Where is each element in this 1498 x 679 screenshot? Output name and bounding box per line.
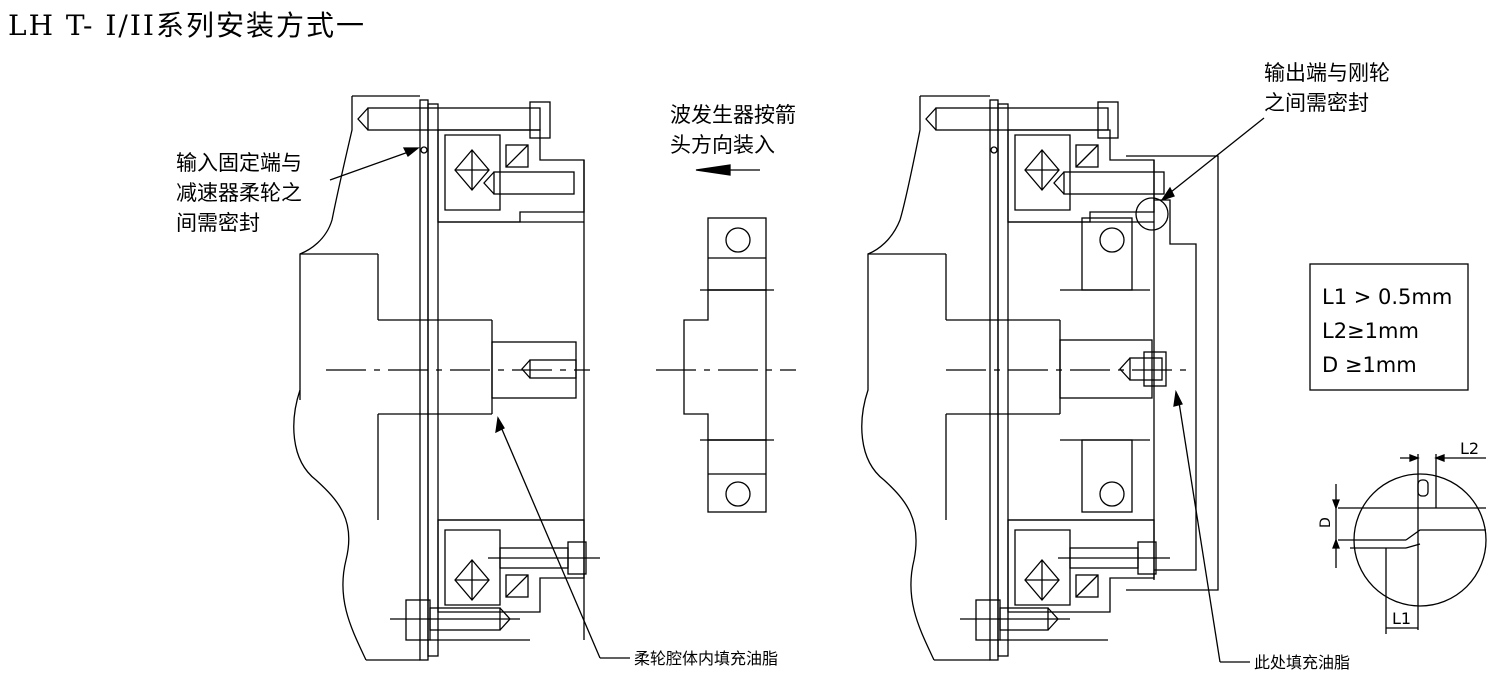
annotation-labels: 输入固定端与 减速器柔轮之 间需密封 波发生器按箭 头方向装入 输出端与刚轮 之… [176,61,1479,672]
insert-dir-line-1: 波发生器按箭 [670,103,796,127]
spec-l1: L1 > 0.5mm [1322,285,1452,309]
insert-direction-arrow [695,164,760,176]
detail-l2-label: L2 [1460,439,1479,458]
input-seal-line-1: 输入固定端与 [176,151,302,175]
output-seal-line-2: 之间需密封 [1264,91,1369,115]
output-seal-line-1: 输出端与刚轮 [1264,61,1390,85]
input-seal-line-2: 减速器柔轮之 [176,181,302,205]
insert-dir-line-2: 头方向装入 [670,133,775,157]
seal-detail-view [1332,454,1487,634]
spec-box [1309,263,1469,391]
page-title: LH T- I/II系列安装方式一 [8,9,366,42]
wave-generator [683,217,774,513]
spec-l2: L2≥1mm [1322,319,1419,343]
leader-lines [329,117,1265,663]
grease-left-label: 柔轮腔体内填充油脂 [634,649,778,668]
detail-l1-label: L1 [1392,609,1411,628]
grease-right-label: 此处填充油脂 [1254,653,1350,672]
detail-d-label: D [1318,517,1334,528]
left-assembly [293,95,600,661]
spec-d: D ≥1mm [1322,353,1417,377]
right-assembly [861,95,1219,661]
input-seal-line-3: 间需密封 [176,211,260,235]
